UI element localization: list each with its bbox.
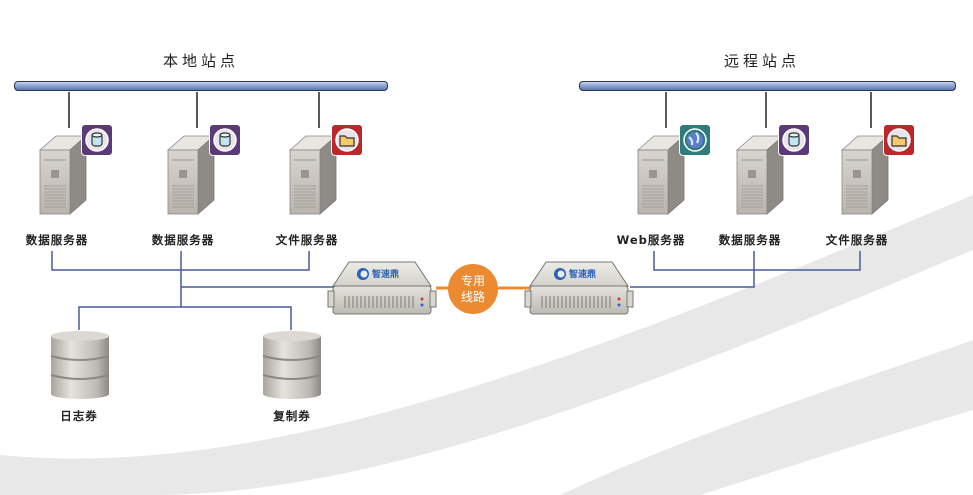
database-badge-icon: [82, 125, 112, 155]
disk-volume-icon: [50, 331, 110, 399]
appliance-icon: [327, 261, 437, 315]
server-tower-icon: [735, 135, 785, 215]
local-network-bus: [14, 81, 388, 91]
server-local-2: [288, 124, 370, 216]
remote-network-bus: [579, 81, 956, 91]
volume-replica-label: 复制券: [273, 409, 311, 423]
server-remote-0: [636, 124, 718, 216]
server-label: 文件服务器: [275, 233, 339, 247]
volume-replica: [262, 330, 322, 400]
dedicated-line-label-1: 专用: [460, 274, 485, 288]
globe-badge-icon: [680, 125, 710, 155]
server-remote-2: [840, 124, 922, 216]
volume-log-label: 日志券: [60, 409, 98, 423]
disk-volume-icon: [262, 331, 322, 399]
database-badge-icon: [779, 125, 809, 155]
appliance-icon: [524, 261, 634, 315]
dedicated-line-label-2: 线路: [460, 290, 485, 304]
server-tower-icon: [166, 135, 216, 215]
remote-site-title: 远程站点: [723, 52, 801, 70]
server-label: 数据服务器: [718, 233, 782, 247]
server-local-1: [166, 124, 248, 216]
server-label: 文件服务器: [825, 233, 889, 247]
server-label: 数据服务器: [25, 233, 89, 247]
volume-log: [50, 330, 110, 400]
server-label: Web服务器: [616, 233, 686, 247]
local-appliance: 智速鼎: [327, 258, 437, 320]
server-local-0: [38, 124, 120, 216]
server-tower-icon: [288, 135, 338, 215]
server-tower-icon: [636, 135, 686, 215]
folder-badge-icon: [884, 125, 914, 155]
server-label: 数据服务器: [151, 233, 215, 247]
dedicated-line-badge: 专用 线路: [448, 264, 498, 314]
remote-appliance: 智速鼎: [524, 258, 634, 320]
server-remote-1: [735, 124, 817, 216]
server-tower-icon: [840, 135, 890, 215]
database-badge-icon: [210, 125, 240, 155]
appliance-brand: 智速鼎: [569, 270, 597, 280]
appliance-brand: 智速鼎: [372, 270, 400, 280]
folder-badge-icon: [332, 125, 362, 155]
local-site-title: 本地站点: [162, 52, 240, 70]
